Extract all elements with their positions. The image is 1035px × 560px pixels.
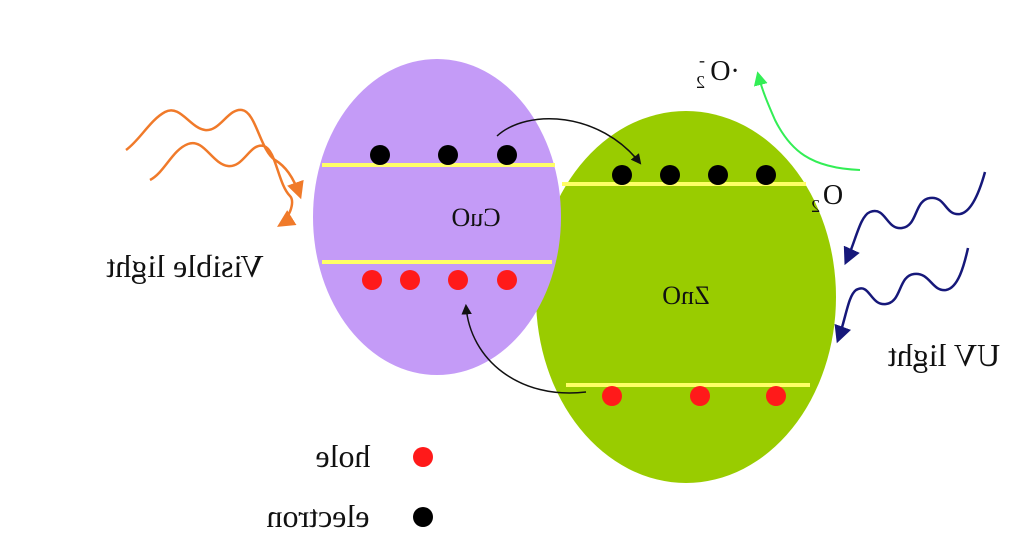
legend-hole-label: hole [315, 438, 370, 474]
zno-hole [690, 386, 710, 406]
cuo-electron [497, 145, 517, 165]
svg-text:O: O [823, 180, 843, 211]
oxygen-label: O 2 [811, 180, 843, 216]
cuo-label: CuO [451, 203, 500, 232]
zno-electron [708, 165, 728, 185]
cuo-hole [362, 270, 382, 290]
svg-text:2: 2 [696, 72, 705, 92]
cuo-hole [400, 270, 420, 290]
legend-electron-marker [413, 507, 433, 527]
uv-light-wave-icon [834, 171, 987, 344]
svg-text:2: 2 [811, 196, 820, 216]
cuo-hole [448, 270, 468, 290]
zno-hole [766, 386, 786, 406]
legend-electron-label: electron [266, 498, 369, 534]
zno-label: ZnO [662, 281, 710, 310]
legend-hole-marker [413, 447, 433, 467]
svg-text:-: - [699, 50, 705, 70]
superoxide-label: ·O 2 - [696, 50, 740, 92]
oxygen-reduction-arrow-icon [753, 71, 861, 171]
zno-electron [612, 165, 632, 185]
visible-light-label: Visible light [106, 248, 263, 284]
cuo-electron [370, 145, 390, 165]
cuo-particle [313, 59, 561, 375]
cuo-electron [438, 145, 458, 165]
hole-transfer-arrow-icon [461, 303, 587, 394]
uv-light-label: UV light [888, 337, 1000, 373]
zno-hole [602, 386, 622, 406]
cuo-hole [497, 270, 517, 290]
visible-light-wave-icon [125, 108, 304, 227]
legend: hole electron [266, 438, 433, 534]
electron-transfer-arrow-icon [496, 118, 642, 165]
zno-electron [756, 165, 776, 185]
svg-text:·O: ·O [710, 56, 740, 87]
zno-electron [660, 165, 680, 185]
